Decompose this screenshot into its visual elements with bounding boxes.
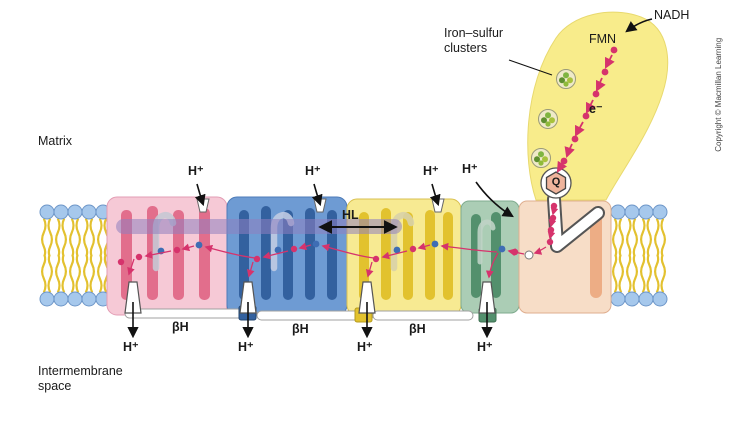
iron-sulfur-pointer-line [508, 59, 553, 76]
module-peach-helices [590, 214, 602, 298]
module-green-broken-helix [477, 219, 496, 265]
proton-exit-channels [124, 281, 496, 314]
label-h-plus-bottom-1: H⁺ [123, 340, 139, 354]
proton-in-arrow-2 [311, 183, 323, 207]
label-hl-helix: HL [342, 208, 359, 222]
label-beta-h-1: βH [172, 320, 189, 334]
label-h-plus-bottom-2: H⁺ [238, 340, 254, 354]
proton-in-arrow-3 [429, 183, 441, 207]
label-fmn: FMN [589, 32, 617, 46]
label-intermembrane-space: Intermembrane space [38, 364, 123, 393]
module-pink [106, 196, 228, 316]
peripheral-arm [527, 11, 669, 201]
label-copyright: Copyright © Macmillan Learning [714, 37, 724, 152]
label-h-plus-bottom-3: H⁺ [357, 340, 373, 354]
label-h-plus-top-4: H⁺ [462, 162, 478, 176]
label-iron-sulfur-clusters: Iron–sulfur clusters [444, 26, 504, 55]
lipid-bilayer-right [609, 203, 669, 308]
nadh-arrow [625, 18, 653, 33]
lipid-bilayer-left [38, 203, 112, 308]
label-matrix: Matrix [38, 134, 73, 148]
label-h-plus-bottom-4: H⁺ [477, 340, 493, 354]
proton-in-arrow-4 [475, 181, 514, 218]
label-nadh: NADH [654, 8, 690, 22]
electron-transfer-arrows [556, 54, 615, 173]
quinone-site [540, 167, 572, 199]
label-quinone: Q [551, 176, 561, 188]
label-beta-h-3: βH [409, 322, 426, 336]
proton-in-arrow-1 [194, 183, 206, 207]
label-h-plus-top-3: H⁺ [423, 164, 439, 178]
label-h-plus-top-1: H⁺ [188, 164, 204, 178]
label-electron: e⁻ [589, 102, 603, 116]
label-beta-h-2: βH [292, 322, 309, 336]
black-arrows [127, 18, 653, 339]
proton-translocation-arrows [127, 207, 559, 279]
empty-proton-site-dot [524, 250, 534, 260]
label-h-plus-top-2: H⁺ [305, 164, 321, 178]
